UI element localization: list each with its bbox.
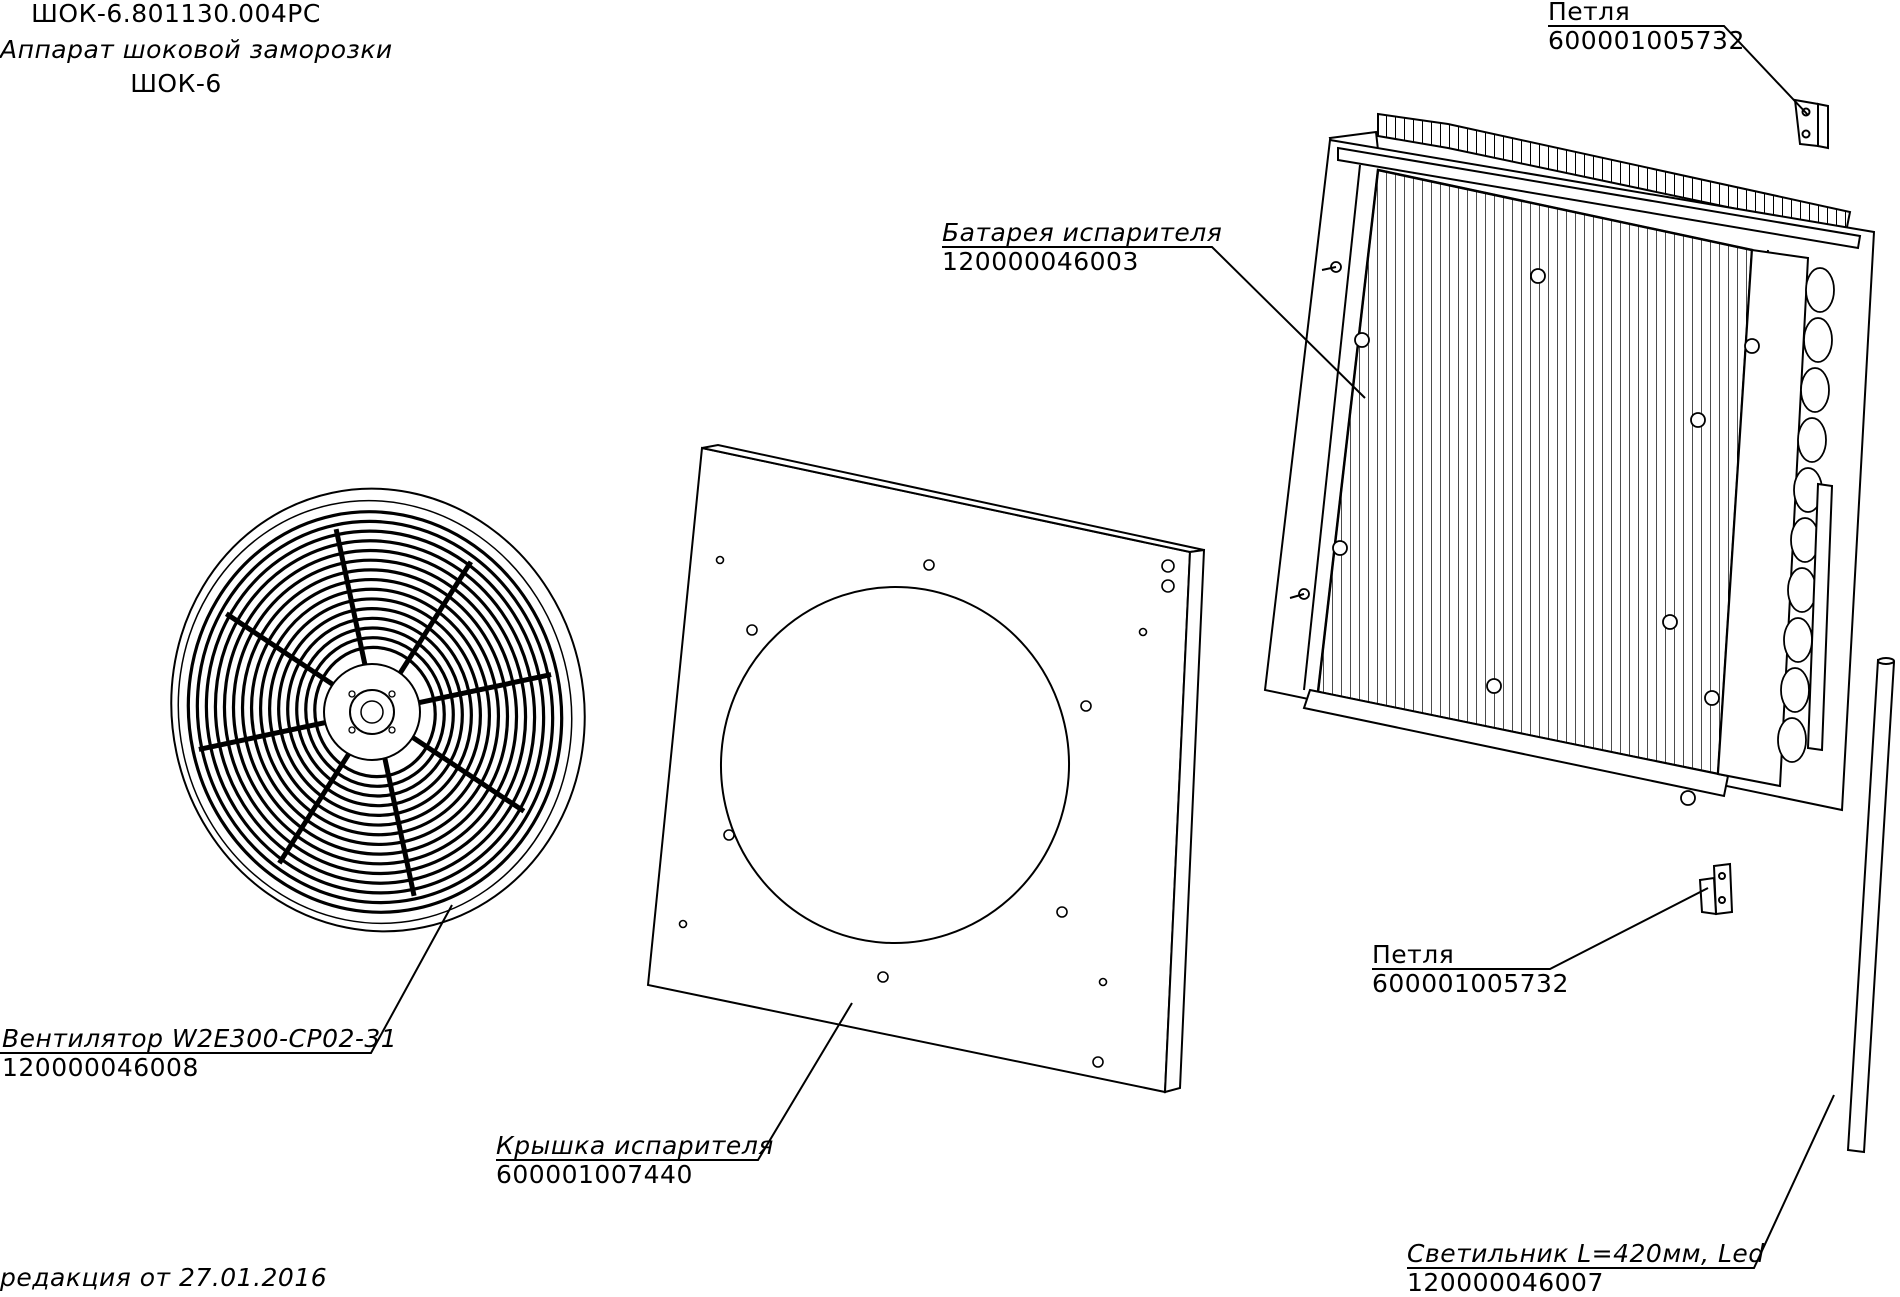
callout-hinge-lower-code: 600001005732 — [1372, 969, 1569, 998]
callout-lamp-name: Светильник L=420мм, Led — [1407, 1239, 1765, 1268]
callout-lamp-code: 120000046007 — [1407, 1268, 1604, 1297]
revision-note: редакция от 27.01.2016 — [0, 1263, 328, 1292]
callout-evaporator-code: 120000046003 — [942, 247, 1139, 276]
drawing-title: Аппарат шоковой заморозки — [0, 35, 393, 64]
callout-cover-name: Крышка испарителя — [496, 1131, 774, 1160]
callout-evaporator-name: Батарея испарителя — [942, 218, 1223, 247]
callout-cover-code: 600001007440 — [496, 1160, 693, 1189]
lamp-part — [1846, 657, 1896, 1154]
callout-hinge-top-code: 600001005732 — [1548, 26, 1745, 55]
leader-lines — [0, 25, 1835, 1269]
drawing-code: ШОК-6.801130.004РС — [31, 0, 321, 28]
drawing-model: ШОК-6 — [130, 69, 222, 98]
cover-part — [646, 443, 1206, 1094]
hinge-lower-part — [1698, 862, 1734, 916]
callout-hinge-top-name: Петля — [1548, 0, 1631, 26]
evaporator-part — [1263, 112, 1876, 812]
callout-hinge-lower-name: Петля — [1372, 940, 1455, 969]
callout-fan-name: Вентилятор W2E300-CP02-31 — [2, 1024, 398, 1053]
hinge-top-part — [1793, 98, 1829, 150]
fan-part — [170, 487, 586, 933]
fan-guard-ring — [186, 510, 564, 914]
callout-fan-code: 120000046008 — [2, 1053, 199, 1082]
